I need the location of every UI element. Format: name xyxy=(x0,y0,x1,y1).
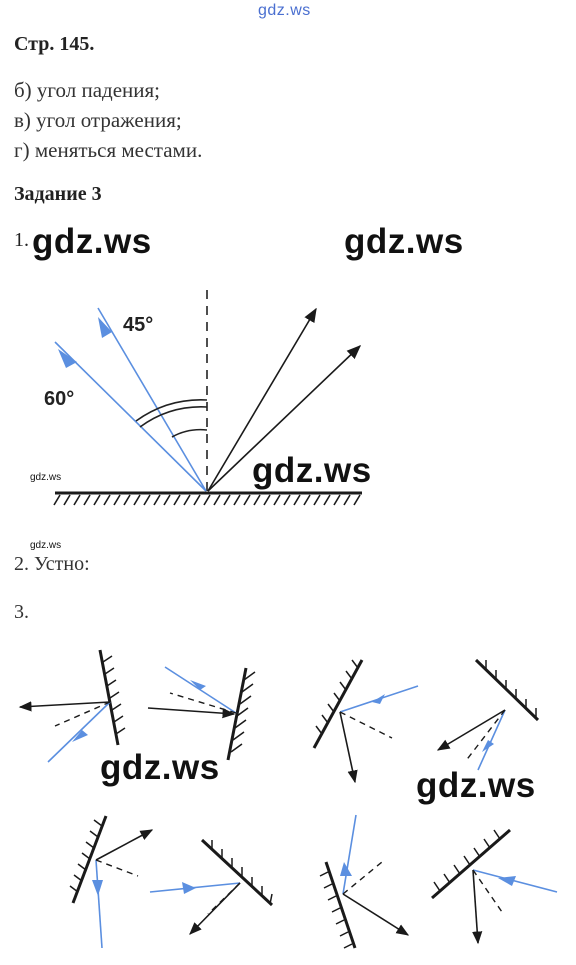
mirror-diagram-3 xyxy=(312,659,419,784)
reflected-ray-60 xyxy=(207,345,362,492)
angle-arc-60-outer xyxy=(135,399,208,422)
incident-ray-45 xyxy=(97,307,207,492)
watermark-tiny-2: gdz.ws xyxy=(30,540,62,551)
watermark-big-2: gdz.ws xyxy=(344,222,464,261)
incident-ray-45-arrow xyxy=(98,317,112,338)
mirror-diagram-7 xyxy=(319,814,410,949)
item-1-label: 1. xyxy=(14,229,29,251)
mirror-diagram-4 xyxy=(436,658,540,771)
mirror-diagram-1 xyxy=(18,649,126,763)
watermark-big-3: gdz.ws xyxy=(252,451,372,490)
incident-ray-60 xyxy=(54,341,207,492)
mirror-diagram-2 xyxy=(147,666,256,761)
task-title: Задание 3 xyxy=(14,183,102,205)
watermark-top[interactable]: gdz.ws xyxy=(258,2,311,19)
item-3-label: 3. xyxy=(14,601,29,623)
angle-45-label: 45° xyxy=(123,314,154,336)
mirror-hatching xyxy=(53,494,361,506)
watermark-tiny-1: gdz.ws xyxy=(30,472,62,483)
watermark-big-4: gdz.ws xyxy=(100,748,220,787)
angle-arc-45 xyxy=(171,428,208,438)
incident-ray-60-arrow xyxy=(58,349,77,368)
angle-arc-60-inner xyxy=(139,406,208,428)
answer-g: г) меняться местами. xyxy=(14,138,203,162)
mirror-diagram-8 xyxy=(431,828,558,945)
answer-b: б) угол падения; xyxy=(14,78,161,102)
mirror-diagram-6 xyxy=(149,838,274,935)
reflected-ray-45 xyxy=(207,307,317,492)
mirror-diagram-5 xyxy=(69,815,154,949)
page-header: Стр. 145. xyxy=(14,33,95,55)
watermark-big-1: gdz.ws xyxy=(32,222,152,261)
angle-60-label: 60° xyxy=(44,388,75,410)
watermark-big-5: gdz.ws xyxy=(416,766,536,805)
item-2-label: 2. Устно: xyxy=(14,553,90,575)
answer-v: в) угол отражения; xyxy=(14,108,182,132)
